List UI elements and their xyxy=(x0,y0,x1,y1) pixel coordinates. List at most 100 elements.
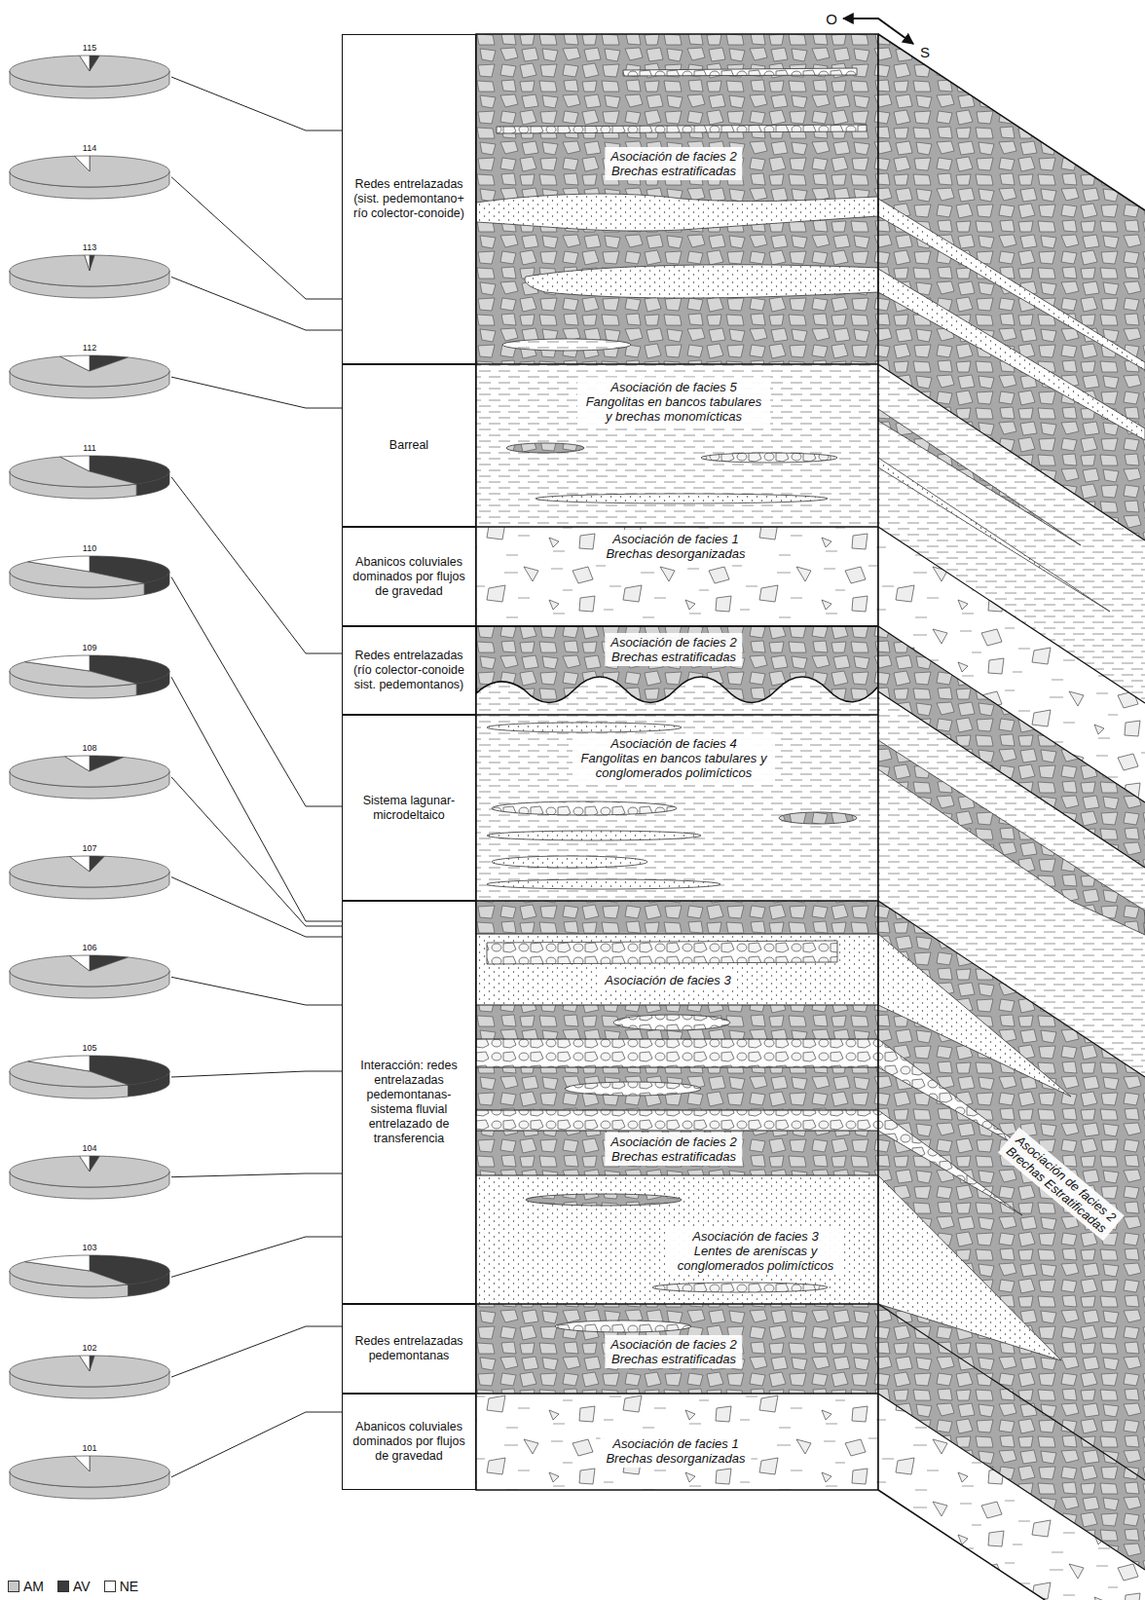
sample-number: 113 xyxy=(7,241,172,254)
facies-label: Brechas desorganizadas xyxy=(605,546,745,561)
leader-line xyxy=(171,76,342,131)
facies-label: Fangolitas en bancos tabulares y conglom… xyxy=(578,750,770,780)
legend-text: AM xyxy=(23,1578,44,1594)
pie-chart xyxy=(7,1453,172,1503)
strata-shape xyxy=(476,1393,879,1490)
legend-swatch xyxy=(57,1580,70,1592)
legend-text: AV xyxy=(73,1578,91,1594)
pie-slice xyxy=(60,455,90,472)
pie-slice xyxy=(79,1155,90,1172)
compass-letter: S xyxy=(920,43,930,61)
facies-label-group: Asociación de facies 1Brechas desorganiz… xyxy=(599,529,751,563)
environment-label: Redes entrelazadas (sist. pedemontano+ r… xyxy=(347,177,471,222)
environment-text-group: Abanicos coluviales dominados por flujos… xyxy=(347,554,471,599)
strata-shape xyxy=(491,855,648,868)
strata-shape xyxy=(476,34,879,365)
pie-slice xyxy=(9,756,170,787)
strata-shape xyxy=(613,1014,731,1031)
sample-number: 101 xyxy=(7,1441,172,1454)
facies-label: Asociación de facies 1 xyxy=(605,531,745,547)
facies-label-group: Asociación de facies 5Fangolitas en banc… xyxy=(577,377,771,426)
facies-label: Brechas estratificadas xyxy=(610,163,737,179)
strata-shape xyxy=(554,1320,692,1332)
strata-shape xyxy=(476,933,879,1005)
strata-shape xyxy=(486,722,682,733)
environment-label: Redes entrelazadas pedemontanas xyxy=(347,1333,471,1364)
legend-swatch xyxy=(104,1580,116,1592)
sample-pie: 110 xyxy=(7,542,172,603)
facies-label-group: Asociación de facies 4Fangolitas en banc… xyxy=(572,734,776,782)
pie-slice xyxy=(9,956,170,988)
facies-label-group: Asociación de facies 2Brechas estratific… xyxy=(604,1132,742,1166)
sample-number: 110 xyxy=(7,542,172,555)
facies-label-group: Asociación de facies 3Lentes de arenisca… xyxy=(666,1226,845,1275)
pie-slice xyxy=(25,655,90,671)
environment-text-group: Redes entrelazadas (río colector-conoide… xyxy=(347,648,471,693)
pie-slice xyxy=(79,1355,90,1371)
leader-line xyxy=(171,877,342,937)
environment-label: Interacción: redes entrelazadas pedemont… xyxy=(347,1058,471,1146)
strata-shape xyxy=(486,830,702,841)
pie-slice xyxy=(74,1455,90,1472)
leader-line xyxy=(171,1071,342,1077)
leader-line xyxy=(171,577,342,808)
environment-box: Redes entrelazadas pedemontanas xyxy=(341,1303,477,1394)
pie-slice xyxy=(9,855,170,887)
pie-chart xyxy=(7,853,172,903)
strata-shape xyxy=(476,1038,879,1068)
pie-chart xyxy=(7,453,172,503)
pie-slice xyxy=(9,1455,170,1487)
facies-label: Lentes de areniscas y conglomerados poli… xyxy=(672,1243,839,1273)
leader-line xyxy=(171,1173,342,1178)
environment-label: Abanicos coluviales dominados por flujos… xyxy=(347,1419,471,1464)
sample-number: 103 xyxy=(7,1241,172,1254)
strata-shape xyxy=(878,1393,1145,1600)
leader-line xyxy=(171,676,342,922)
pie-slice xyxy=(28,1055,90,1072)
sample-number: 109 xyxy=(7,641,172,654)
strata-shape xyxy=(476,1130,879,1176)
oblique-panel xyxy=(878,34,1145,1600)
strata-shape xyxy=(476,34,879,1490)
facies-label: Brechas estratificadas xyxy=(610,649,737,665)
strata-shape xyxy=(778,812,857,824)
facies-label-group: Asociación de facies 2Brechas Estratific… xyxy=(997,1127,1125,1242)
strata-shape xyxy=(476,933,879,1176)
strata-shape xyxy=(491,801,677,815)
leader-line xyxy=(171,1411,342,1478)
strata-shape xyxy=(701,452,838,463)
pie-chart xyxy=(7,1153,172,1203)
sample-pie: 107 xyxy=(7,842,172,903)
leader-line xyxy=(171,1236,342,1277)
sample-pie: 113 xyxy=(7,241,172,302)
leader-line xyxy=(171,477,342,654)
facies-label-group: Asociación de facies 2Brechas estratific… xyxy=(604,1334,742,1368)
pie-slice xyxy=(9,255,170,287)
environment-label: Sistema lagunar-microdeltaico xyxy=(347,793,471,823)
leader-line xyxy=(171,276,342,331)
facies-label: Asociación de facies 5 xyxy=(583,379,765,395)
environment-box: Redes entrelazadas (sist. pedemontano+ r… xyxy=(341,34,477,365)
environment-box: Sistema lagunar-microdeltaico xyxy=(341,714,477,901)
sample-number: 112 xyxy=(7,341,172,354)
strata-shape xyxy=(652,1282,828,1293)
environment-box: Interacción: redes entrelazadas pedemont… xyxy=(341,900,477,1304)
environment-text-group: Abanicos coluviales dominados por flujos… xyxy=(347,1419,471,1464)
sample-number: 111 xyxy=(7,442,172,454)
sample-number: 114 xyxy=(7,142,172,154)
pie-slice xyxy=(84,255,90,271)
facies-label: Asociación de facies 3 xyxy=(604,972,731,988)
legend-text: NE xyxy=(119,1578,139,1594)
facies-label: Asociación de facies 3 xyxy=(672,1228,839,1244)
sample-number: 115 xyxy=(7,41,172,54)
leader-line xyxy=(171,776,342,926)
sample-number: 105 xyxy=(7,1041,172,1054)
pie-slice xyxy=(74,155,90,172)
strata-shape xyxy=(476,1303,879,1394)
facies-label: Asociación de facies 2 xyxy=(610,634,737,650)
sample-pie: 115 xyxy=(7,41,172,103)
compass-label-group: O xyxy=(825,10,838,28)
legend-item: NE xyxy=(104,1578,139,1594)
